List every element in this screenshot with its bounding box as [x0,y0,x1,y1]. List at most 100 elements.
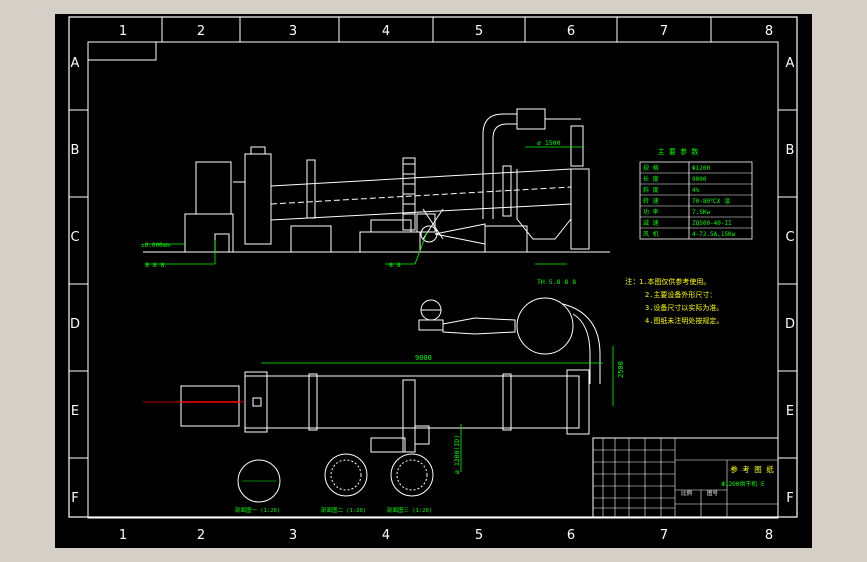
zone-row-f: F [71,491,78,506]
zone-col-2: 2 [197,24,205,39]
param-value: Φ1200 [692,165,710,172]
notes: 注： 1.本图仅供参考使用。 2.主要设备外形尺寸： 3.设备尺寸以实际为准。 … [625,276,723,325]
plan-feed-port [252,397,262,407]
elevation-dimensions [145,146,583,265]
param-value: 70-80℃X 温 [692,197,730,205]
tyre-1 [306,159,316,219]
param-table-frame [639,161,753,240]
plan-feed-end [244,371,268,433]
plan-tyre-1 [308,373,318,431]
support-pier-1 [290,225,332,253]
plan-gear [402,379,416,453]
zone-col-6: 6 [567,24,575,39]
zone-ticks [69,17,797,518]
elevation-label: ±0.000mm [141,242,170,249]
drawing-sheet: 1 2 3 4 5 6 7 8 1 2 3 4 5 6 7 8 [55,14,812,548]
callout-a: TH 5.8 8 8 [537,278,576,286]
zone-row-e: E [71,404,79,419]
section-label-3: 剖面图三 (1:20) [387,506,432,514]
fan-hub [420,225,438,243]
zone-row-d: D [70,317,80,332]
feed-head [244,153,272,245]
duct-flange [516,108,546,130]
zone-col-5: 5 [475,528,483,543]
param-label: 规 格 [643,164,659,172]
tyre-2 [502,165,512,217]
fan-cone [434,223,486,245]
title-block-scale: 比例 [681,489,693,497]
dim-diameter-side: ø 1200(ID) [453,435,461,474]
zone-rows-left: A B C D E F [70,56,80,506]
drive-pier [359,231,421,253]
dim-length: 9000 [415,354,432,362]
section-1 [237,459,281,503]
param-table-title: 主 要 参 数 [658,147,699,156]
exhaust-duct-inner [492,123,517,219]
zone-row-f: F [786,491,793,506]
cyclone-pipe [570,125,584,167]
callout-b: 8 8 [389,261,401,269]
title-block-sheet: 图号 [707,489,719,497]
param-label: 减 速 [643,219,659,227]
zone-col-4: 4 [382,24,390,39]
furnace-door [214,233,230,253]
plan-motor [414,425,430,445]
plan-dimensions [261,346,614,472]
param-label: 转 速 [643,197,659,205]
sections [237,453,434,503]
zone-row-b: B [71,143,80,158]
param-label: 风 机 [643,230,659,238]
plan-view [180,297,601,453]
section-label-1: 剖面图一 (1:20) [235,506,280,514]
callout-c: 8 8 8 [145,261,165,269]
zone-columns-top: 1 2 3 4 5 6 7 8 [119,24,773,39]
elevation-view [143,108,610,253]
param-label: 长 度 [643,175,659,183]
plan-tyre-2 [502,373,512,431]
plan-return-duct-inner [572,313,591,384]
section-label-2: 剖面图二 (1:20) [321,506,366,514]
zone-row-d: D [785,317,795,332]
zone-row-e: E [786,404,794,419]
zone-row-c: C [785,230,794,245]
title-block-name: 参 考 图 纸 [730,464,774,474]
zone-col-6: 6 [567,528,575,543]
zone-row-a: A [786,56,795,71]
title-block: 参 考 图 纸 Φ1200烘干机 E 比例 图号 [592,437,779,519]
param-value: ZQ500-40-II [692,220,732,227]
outer-frame [68,16,798,518]
plan-fan-base [418,319,444,331]
param-grid [639,161,753,240]
cyclone [516,169,572,240]
param-value: 7.5Kw [692,209,710,216]
zone-col-7: 7 [660,528,668,543]
zone-col-8: 8 [765,528,773,543]
furnace-base [184,213,234,253]
discharge-head [570,168,590,250]
param-value: 4-72.5A,15Kw [692,231,736,238]
zone-columns-bottom: 1 2 3 4 5 6 7 8 [119,528,773,543]
plan-return-duct [562,303,601,384]
notes-lead: 注： [625,276,640,286]
zone-col-7: 7 [660,24,668,39]
title-grid [593,438,778,518]
section-2 [324,453,368,497]
plan-furnace [180,385,240,427]
furnace-block [195,161,232,215]
exhaust-duct [482,113,517,219]
zone-col-3: 3 [289,528,297,543]
zone-row-a: A [71,56,80,71]
section-2-flights [330,459,362,491]
stamp-box [88,42,157,61]
zone-row-c: C [70,230,79,245]
note-item: 3.设备尺寸以实际为准。 [645,303,723,312]
param-label: 功 率 [643,208,659,216]
dryer-drum [270,168,572,221]
plan-discharge-end [566,369,590,435]
zone-col-1: 1 [119,24,127,39]
dim-diameter-top: ø 1500 [537,139,561,147]
param-label: 斜 度 [643,186,659,194]
support-pier-2 [484,225,528,253]
